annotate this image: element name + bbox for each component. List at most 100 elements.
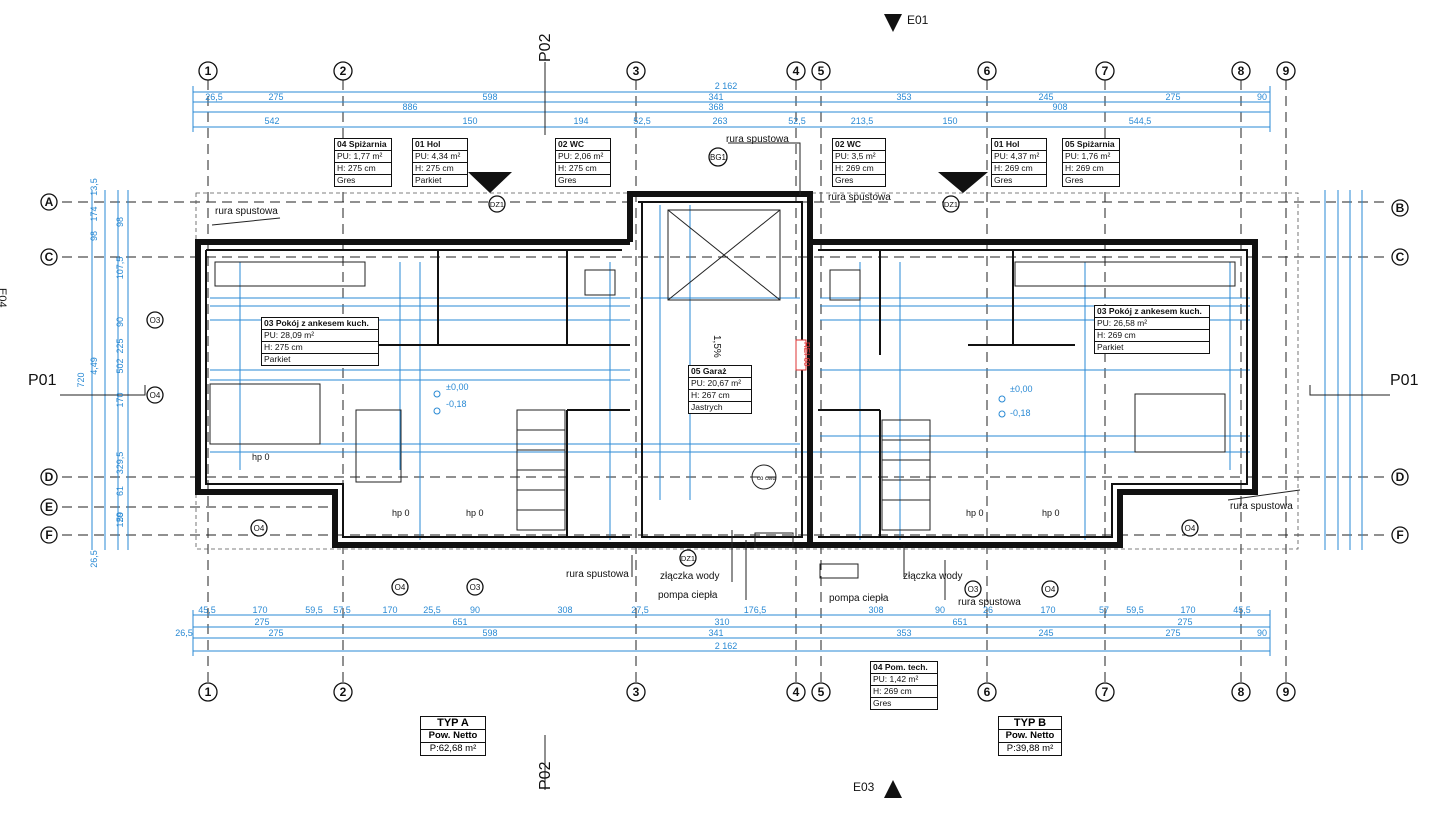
dimension-text-vertical: 720 bbox=[76, 372, 86, 387]
rura-spustowa-label-6: rura spustowa bbox=[1230, 501, 1293, 512]
dimension-text: 275 bbox=[1177, 617, 1192, 627]
dimension-text: 213,5 bbox=[851, 116, 874, 126]
section-p02-bottom-label: P02 bbox=[537, 761, 554, 790]
grid-column-id: 5 bbox=[818, 64, 825, 78]
svg-text:O4: O4 bbox=[254, 524, 265, 533]
dimension-text: 275 bbox=[1165, 628, 1180, 638]
section-p02-top-label: P02 bbox=[537, 33, 554, 62]
dimension-total-bottom: 2 162 bbox=[715, 641, 738, 651]
svg-text:±0,00: ±0,00 bbox=[1010, 384, 1032, 394]
dimension-text: 275 bbox=[1165, 92, 1180, 102]
left-dimension-lines bbox=[91, 190, 129, 550]
grid-column-marker-3-top bbox=[626, 61, 646, 81]
dimension-text: 45,5 bbox=[198, 605, 216, 615]
dimension-text-vertical: 225 bbox=[115, 338, 125, 353]
dimension-text: 245 bbox=[1038, 628, 1053, 638]
bottom-dimension-lines bbox=[192, 610, 1271, 656]
dimension-text: 368 bbox=[708, 102, 723, 112]
dimension-text: 170 bbox=[252, 605, 267, 615]
dimension-text: 275 bbox=[254, 617, 269, 627]
grid-column-marker-7-bottom bbox=[1095, 682, 1115, 702]
dimension-text-vertical: 13,5 bbox=[89, 178, 99, 196]
svg-text:REI 60: REI 60 bbox=[802, 342, 811, 367]
grid-column-marker-8-top bbox=[1231, 61, 1251, 81]
svg-text:-0,18: -0,18 bbox=[1010, 408, 1031, 418]
svg-text:hp 0: hp 0 bbox=[1042, 508, 1060, 518]
dimension-text: 170 bbox=[382, 605, 397, 615]
plan-annotations: BG1 DZ1 DZ1 DZ1 O3 O4 O4 O4 O3 O4 O4 O3 … bbox=[146, 147, 1199, 598]
svg-text:C: C bbox=[1396, 250, 1405, 264]
dimension-text: 150 bbox=[942, 116, 957, 126]
dimension-text: 57,5 bbox=[333, 605, 351, 615]
dimension-text-vertical: 61 bbox=[115, 486, 125, 496]
section-e04-label: E04 bbox=[0, 288, 8, 308]
dimension-text: 26 bbox=[983, 605, 993, 615]
svg-text:DZ1: DZ1 bbox=[490, 200, 504, 209]
dimension-text-vertical: 170 bbox=[115, 392, 125, 407]
grid-column-id: 1 bbox=[205, 64, 212, 78]
walls-type-a bbox=[195, 191, 813, 548]
zlaczka-wody-label-2: złączka wody bbox=[903, 571, 963, 582]
pompa-ciepla-label-2: pompa ciepła bbox=[829, 593, 889, 604]
svg-text:hp 0: hp 0 bbox=[252, 452, 270, 462]
svg-text:A: A bbox=[45, 195, 54, 209]
grid-column-marker-2-bottom bbox=[333, 682, 353, 702]
grid-column-id: 8 bbox=[1238, 685, 1245, 699]
rura-spustowa-label-3: rura spustowa bbox=[828, 192, 891, 203]
grid-column-id: 4 bbox=[793, 685, 800, 699]
dimension-text: 90 bbox=[470, 605, 480, 615]
svg-text:O3: O3 bbox=[968, 585, 979, 594]
dimension-text-vertical: 107,5 bbox=[115, 257, 125, 280]
grid-column-marker-7-top bbox=[1095, 61, 1115, 81]
dimension-text: 176,5 bbox=[744, 605, 767, 615]
grid-column-id: 4 bbox=[793, 64, 800, 78]
grid-column-id: 6 bbox=[984, 64, 991, 78]
dimension-text: 263 bbox=[712, 116, 727, 126]
grid-column-marker-9-top bbox=[1276, 61, 1296, 81]
svg-text:±0,00: ±0,00 bbox=[446, 382, 468, 392]
grid-column-marker-5-bottom bbox=[811, 682, 831, 702]
svg-text:DZ1: DZ1 bbox=[681, 554, 695, 563]
section-markers bbox=[60, 14, 1390, 798]
dimension-text: 310 bbox=[714, 617, 729, 627]
dimension-text: 170 bbox=[1180, 605, 1195, 615]
svg-text:C: C bbox=[45, 250, 54, 264]
dimension-text-vertical: 26,5 bbox=[89, 550, 99, 568]
right-dimension-lines bbox=[1324, 190, 1363, 550]
svg-text:O3: O3 bbox=[470, 583, 481, 592]
grid-column-id: 6 bbox=[984, 685, 991, 699]
grid-column-id: 9 bbox=[1283, 685, 1290, 699]
dimension-text: 90 bbox=[1257, 628, 1267, 638]
svg-text:B: B bbox=[1396, 201, 1405, 215]
dimension-text: 27,5 bbox=[631, 605, 649, 615]
dimension-text: 45,5 bbox=[1233, 605, 1251, 615]
section-p01-right-label: P01 bbox=[1390, 372, 1419, 389]
grid-column-id: 8 bbox=[1238, 64, 1245, 78]
dimension-text: 886 bbox=[402, 102, 417, 112]
svg-text:hp 0: hp 0 bbox=[392, 508, 410, 518]
section-e03-label: E03 bbox=[853, 780, 875, 794]
grid-column-id: 3 bbox=[633, 685, 640, 699]
dimension-text: 598 bbox=[482, 628, 497, 638]
svg-text:1,5%: 1,5% bbox=[711, 335, 722, 358]
walls-type-b bbox=[812, 239, 1258, 548]
dimension-text: 908 bbox=[1052, 102, 1067, 112]
dimension-text-vertical: 98 bbox=[115, 217, 125, 227]
zlaczka-wody-label-1: złączka wody bbox=[660, 571, 720, 582]
grid-column-id: 2 bbox=[340, 64, 347, 78]
dimension-text-vertical: 502 bbox=[115, 358, 125, 373]
svg-text:hp 0: hp 0 bbox=[466, 508, 484, 518]
svg-text:O4: O4 bbox=[1185, 524, 1196, 533]
leader-lines bbox=[211, 142, 1301, 600]
garage-skylight bbox=[667, 209, 781, 301]
grid-column-marker-5-top bbox=[811, 61, 831, 81]
